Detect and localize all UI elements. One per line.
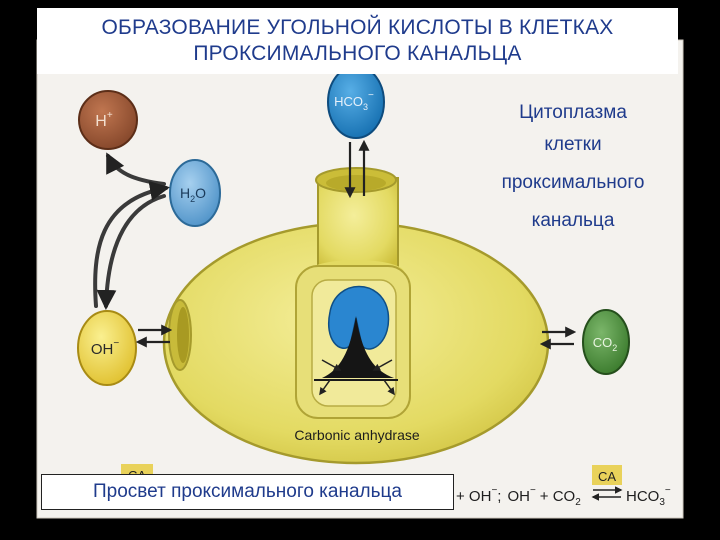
slide-title: ОБРАЗОВАНИЕ УГОЛЬНОЙ КИСЛОТЫ В КЛЕТКАХ П… [37,8,678,74]
svg-text:H2O: H2O [180,185,206,204]
cytoplasm-label-line-1: Цитоплазма [519,102,627,123]
cytoplasm-label-line-3: проксимального [501,172,645,193]
h2o-molecule: H2O [169,159,221,227]
svg-text:HCO3−: HCO3− [626,485,671,508]
cytoplasm-label-line-2: клетки [544,134,602,155]
co2-molecule: CO2 [582,309,630,375]
reaction-cycle-arrows [93,152,170,310]
enzyme-label: Carbonic anhydrase [294,427,420,443]
h-plus-molecule: H+ [78,90,138,150]
cell-flask [162,167,550,465]
oh-minus-molecule: OH− [77,310,137,386]
slide-title-line-2: ПРОКСИМАЛЬНОГО КАНАЛЬЦА [193,42,522,65]
slide-title-line-1: ОБРАЗОВАНИЕ УГОЛЬНОЙ КИСЛОТЫ В КЛЕТКАХ [101,16,614,39]
svg-text:HCO3−: HCO3− [334,90,374,112]
svg-text:CA: CA [598,469,616,484]
svg-text:OH−: OH− [91,338,120,358]
svg-text:CO2: CO2 [593,335,618,353]
cytoplasm-label: Цитоплазма клетки проксимального канальц… [478,98,668,242]
svg-text:+ OH−;OH−+ CO2: + OH−;OH−+ CO2 [456,485,581,508]
hco3-molecule: HCO3− [327,65,385,139]
lumen-label: Просвет проксимального канальца [41,474,454,510]
cytoplasm-label-line-4: канальца [531,210,615,231]
svg-text:H+: H+ [95,110,113,130]
